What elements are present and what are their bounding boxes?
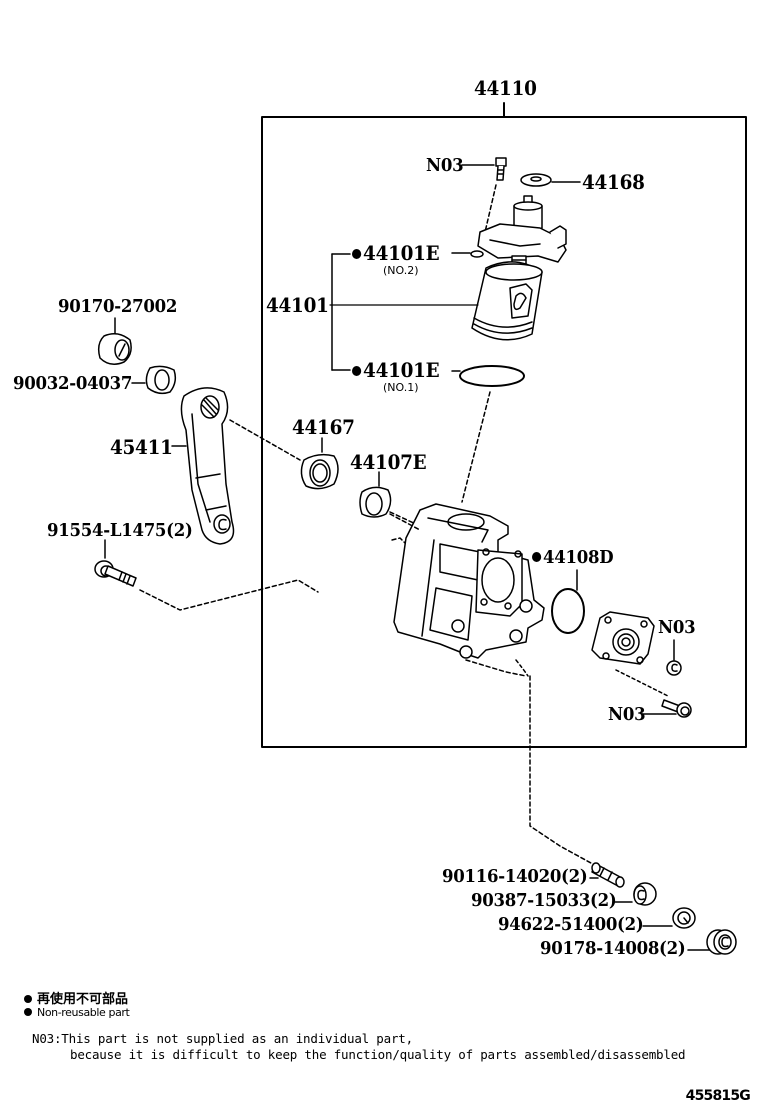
label-44107e[interactable]: 44107E <box>350 450 427 474</box>
label-94622-51400[interactable]: 94622-51400(2) <box>498 914 644 935</box>
label-90178-14008[interactable]: 90178-14008(2) <box>540 938 686 959</box>
non-reusable-dot-icon <box>352 366 362 376</box>
illustration-code: 455815G <box>685 1088 751 1104</box>
seal-44167 <box>300 437 339 490</box>
o-ring-44108d <box>551 569 585 634</box>
label-90032-04037[interactable]: 90032-04037 <box>13 373 133 394</box>
washer-44168 <box>520 173 581 187</box>
label-90387-15033[interactable]: 90387-15033(2) <box>471 890 617 911</box>
label-44168[interactable]: 44168 <box>582 170 645 194</box>
valve-cover <box>591 611 669 697</box>
legend-japanese-text: 再使用不可部品 <box>37 992 129 1007</box>
label-44108d[interactable]: 44108D <box>532 547 614 568</box>
seal-44107e <box>359 471 421 527</box>
note-n03-line1: N03:This part is not supplied as an indi… <box>32 1031 413 1046</box>
assembly-box <box>261 102 747 748</box>
label-44101e-no1-sub: (NO.1) <box>383 381 419 394</box>
nut-90170-27002 <box>97 317 132 365</box>
label-44101e-no1-text: 44101E <box>363 358 440 382</box>
washer-90032-04037 <box>131 365 177 395</box>
non-reusable-dot-icon <box>532 552 542 562</box>
valve-assembly-44101 <box>329 195 567 341</box>
legend-english-text: Non-reusable part <box>37 1006 130 1019</box>
label-44167[interactable]: 44167 <box>292 415 355 439</box>
label-n03-top[interactable]: N03 <box>426 155 464 176</box>
label-44101e-no2-sub: (NO.2) <box>383 264 419 277</box>
label-90170-27002[interactable]: 90170-27002 <box>58 296 178 317</box>
bolt-n03-bottom <box>641 699 692 718</box>
label-44101e-no1[interactable]: 44101E <box>352 358 440 382</box>
bullet-dot-icon <box>24 1008 32 1016</box>
gear-housing <box>389 503 601 869</box>
cap-nut-90178 <box>687 929 737 955</box>
label-90116-14020[interactable]: 90116-14020(2) <box>442 866 588 887</box>
label-n03-bottom[interactable]: N03 <box>608 704 646 725</box>
bolt-91554-l1475 <box>94 539 319 611</box>
nut-n03-right <box>666 639 682 676</box>
note-n03-line2: because it is difficult to keep the func… <box>70 1047 686 1062</box>
legend-japanese: 再使用不可部品 <box>24 988 128 1007</box>
stud-bolt-90116 <box>589 862 625 888</box>
bracket-44101 <box>331 253 351 371</box>
label-44101e-no2-text: 44101E <box>363 241 440 265</box>
bullet-dot-icon <box>24 995 32 1003</box>
nut-90387 <box>614 882 657 906</box>
washer-94622 <box>642 907 696 929</box>
label-44101[interactable]: 44101 <box>266 293 329 317</box>
legend-english: Non-reusable part <box>24 1006 130 1019</box>
o-ring-44101e-no1 <box>451 365 525 503</box>
label-45411[interactable]: 45411 <box>110 435 173 459</box>
non-reusable-dot-icon <box>352 249 362 259</box>
label-44108d-text: 44108D <box>543 547 614 568</box>
label-assembly-44110[interactable]: 44110 <box>474 76 537 100</box>
label-44101e-no2[interactable]: 44101E <box>352 241 440 265</box>
pitman-arm-45411 <box>171 387 301 545</box>
label-91554-l1475[interactable]: 91554-L1475(2) <box>47 520 193 541</box>
label-n03-right[interactable]: N03 <box>658 617 696 638</box>
o-ring-44101e-no2 <box>451 250 484 258</box>
